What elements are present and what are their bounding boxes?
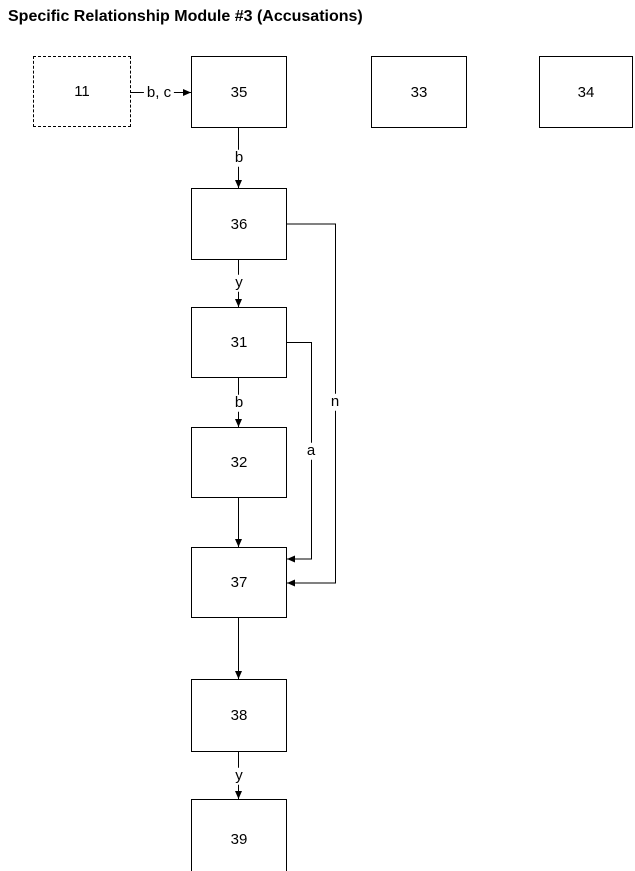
node-11: 11: [33, 56, 131, 127]
node-39: 39: [191, 799, 287, 871]
node-39-label: 39: [230, 830, 248, 848]
node-33-label: 33: [410, 83, 428, 101]
node-36-label: 36: [230, 215, 248, 233]
node-32-label: 32: [230, 454, 248, 471]
node-36: 36: [191, 188, 287, 260]
node-38-label: 38: [230, 707, 248, 724]
node-34: 34: [539, 56, 633, 128]
node-38: 38: [191, 679, 287, 752]
edge-label-31-37: a: [303, 442, 319, 460]
node-37-label: 37: [230, 574, 248, 591]
node-32: 32: [191, 427, 287, 498]
node-35-label: 35: [230, 83, 248, 101]
node-37: 37: [191, 547, 287, 618]
edge-label-36-37: n: [327, 393, 343, 411]
node-11-label: 11: [74, 83, 90, 100]
node-31-label: 31: [230, 334, 248, 351]
node-33: 33: [371, 56, 467, 128]
edge-label-35-36: b: [231, 149, 247, 167]
edge-label-11-35: b, c: [143, 84, 175, 102]
edge-label-36-31: y: [232, 274, 246, 292]
edge-label-38-39: y: [232, 767, 246, 785]
node-31: 31: [191, 307, 287, 378]
node-35: 35: [191, 56, 287, 128]
node-34-label: 34: [577, 83, 595, 101]
edge-label-31-32: b: [231, 394, 247, 412]
page-title: Specific Relationship Module #3 (Accusat…: [8, 8, 363, 25]
